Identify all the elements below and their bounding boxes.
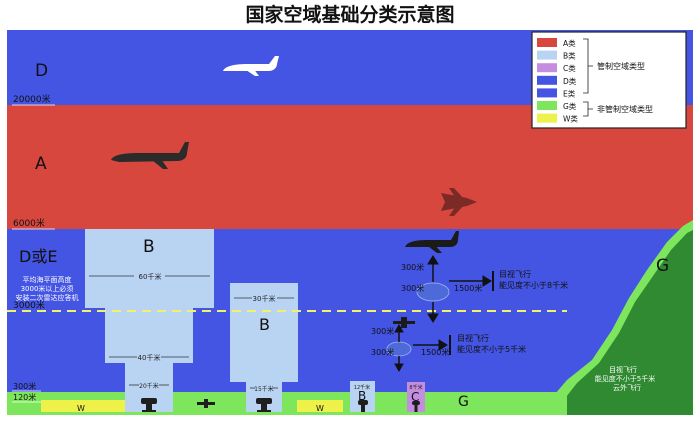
b-large-mid-width: 40千米 bbox=[138, 353, 161, 362]
altitude-reference-lines bbox=[12, 104, 55, 403]
b-dimension-lines bbox=[89, 275, 294, 389]
zone-w1 bbox=[41, 400, 127, 412]
airspace-diagram: D A D或E B B B C G G W W 20000米 6000米 300… bbox=[7, 30, 693, 415]
zone-d-upper-label: D bbox=[35, 61, 48, 81]
vfr-arrows bbox=[394, 255, 494, 373]
vfr-upper-above: 300米 bbox=[401, 262, 424, 272]
diagram-title: 国家空域基础分类示意图 bbox=[245, 4, 455, 26]
zone-c-label: C bbox=[411, 390, 419, 404]
legend-swatch bbox=[537, 63, 557, 73]
small-aircraft-ground-icon bbox=[197, 399, 215, 408]
zone-b-large bbox=[85, 229, 214, 412]
airliner-vfr-icon bbox=[405, 231, 459, 253]
control-tower-icon bbox=[412, 401, 420, 412]
vfr-upper-line2: 能见度不小于8千米 bbox=[499, 280, 568, 290]
zone-a-label: A bbox=[35, 154, 47, 174]
small-plane-vfr-icon bbox=[393, 317, 415, 328]
b-large-bottom-width: 20千米 bbox=[139, 382, 159, 390]
vfr-mountain-line2: 能见度不小于5千米 bbox=[595, 374, 655, 383]
zone-w2 bbox=[297, 400, 343, 412]
vfr-mountain-line1: 目视飞行 bbox=[609, 365, 637, 374]
legend-item-label: A类 bbox=[563, 38, 576, 48]
legend-item-label: W类 bbox=[563, 114, 578, 124]
note-3000-line-3: 安装二次雷达应答机 bbox=[16, 293, 79, 302]
legend-item-label: G类 bbox=[563, 101, 577, 111]
mountain bbox=[552, 230, 693, 415]
altitude-20000-label: 20000米 bbox=[13, 93, 51, 105]
legend-swatch bbox=[537, 101, 557, 110]
zone-b-medium-label: B bbox=[259, 315, 270, 334]
zone-g-bottom-label: G bbox=[458, 394, 469, 410]
vfr-upper-line1: 目视飞行 bbox=[499, 269, 531, 279]
zone-b-large-label: B bbox=[143, 237, 155, 257]
control-tower-icon bbox=[358, 400, 368, 412]
legend-box bbox=[531, 31, 687, 129]
vfr-upper-distance: 1500米 bbox=[454, 283, 482, 293]
legend-swatch bbox=[537, 38, 557, 47]
b-medium-bottom-width: 15千米 bbox=[254, 385, 274, 393]
airliner-class-a-icon bbox=[111, 142, 189, 169]
legend-uncontrolled-label: 非管制空域类型 bbox=[597, 104, 653, 114]
legend-item-label: C类 bbox=[563, 63, 576, 73]
legend-bracket-controlled bbox=[583, 38, 593, 94]
zone-b-small-label: B bbox=[358, 389, 366, 403]
altitude-300-label: 300米 bbox=[13, 381, 36, 391]
legend-swatch bbox=[537, 75, 557, 85]
altitude-6000-label: 6000米 bbox=[13, 217, 45, 229]
altitude-3000-label: 3000米 bbox=[13, 299, 45, 311]
vfr-lower-distance: 1500米 bbox=[421, 347, 449, 357]
vfr-upper-below: 300米 bbox=[401, 283, 424, 293]
legend-swatch bbox=[537, 113, 557, 123]
zone-w1-label: W bbox=[77, 404, 85, 413]
b-medium-top-width: 30千米 bbox=[253, 294, 276, 303]
zone-d-or-e-label: D或E bbox=[19, 247, 57, 266]
vfr-lower-above: 300米 bbox=[371, 326, 394, 336]
fighter-jet-icon bbox=[441, 188, 477, 216]
cloud-upper bbox=[416, 282, 450, 302]
control-tower-icons bbox=[141, 398, 420, 412]
legend-swatch bbox=[537, 88, 557, 98]
legend-swatch bbox=[537, 50, 557, 60]
legend-item-label: E类 bbox=[563, 88, 576, 98]
note-3000-line-2: 3000米以上必须 bbox=[21, 284, 74, 293]
vfr-lower-line1: 目视飞行 bbox=[457, 333, 489, 343]
zone-w2-label: W bbox=[316, 404, 324, 413]
legend-item-label: D类 bbox=[563, 76, 577, 86]
legend-controlled-label: 管制空域类型 bbox=[597, 61, 645, 71]
vfr-mountain-line3: 云外飞行 bbox=[613, 383, 641, 392]
airliner-top-icon bbox=[223, 56, 279, 76]
note-3000-line-1: 平均海平面高度 bbox=[23, 275, 72, 284]
altitude-120-label: 120米 bbox=[13, 392, 36, 402]
b-small-top-width: 12千米 bbox=[354, 384, 370, 391]
vfr-lower-line2: 能见度不小于5千米 bbox=[457, 344, 526, 354]
legend-bracket-uncontrolled bbox=[583, 101, 593, 117]
legend-item-label: B类 bbox=[563, 51, 576, 61]
control-tower-icon bbox=[141, 398, 157, 412]
c-top-width: 8千米 bbox=[409, 384, 422, 391]
b-large-top-width: 60千米 bbox=[139, 272, 162, 281]
legend: A类 B类 C类 D类 E类 G类 W类 管制空域类型 非管制空域类型 bbox=[531, 31, 687, 129]
zone-g-right-label: G bbox=[656, 256, 669, 276]
zone-b-medium bbox=[230, 283, 298, 412]
zone-c bbox=[407, 382, 425, 412]
vfr-lower-below: 300米 bbox=[371, 347, 394, 357]
control-tower-icon bbox=[256, 398, 272, 412]
